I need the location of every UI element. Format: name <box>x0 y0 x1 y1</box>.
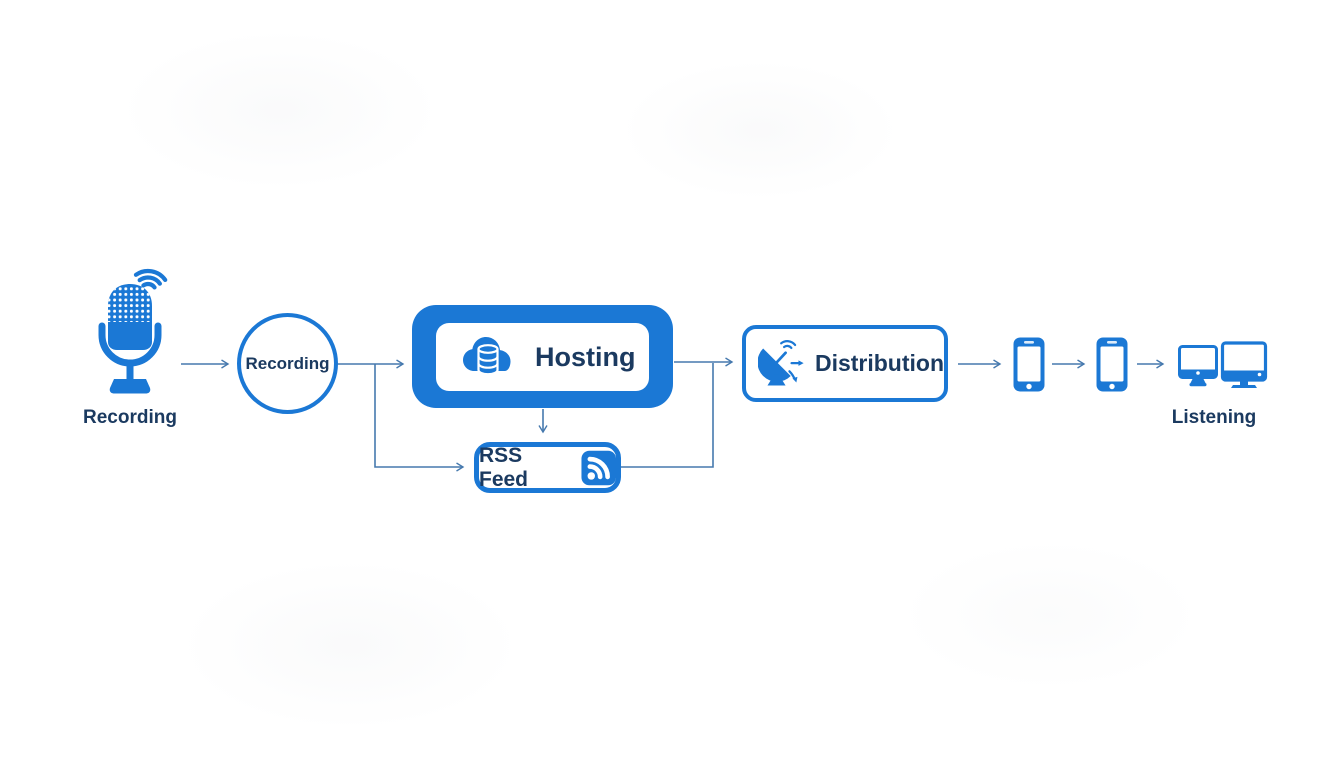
smartphone-icon <box>1013 337 1045 392</box>
satellite-dish-icon <box>758 339 804 386</box>
distribution-label: Distribution <box>814 350 944 376</box>
recording-source-label: Recording <box>83 407 177 428</box>
hosting-node-inner: Hosting <box>436 323 649 391</box>
smartphone-icon <box>1096 337 1128 392</box>
microphone-icon <box>98 268 168 394</box>
recording-step-label: Recording <box>245 353 330 373</box>
desktop-monitors-icon <box>1178 341 1268 388</box>
listening-label: Listening <box>1171 407 1257 428</box>
rss-feed-label: RSS Feed <box>479 443 529 491</box>
rss-icon <box>580 450 616 485</box>
recording-step-node: Recording <box>237 313 338 414</box>
hosting-node: Hosting <box>412 305 673 408</box>
rss-feed-node: RSS Feed <box>474 442 621 493</box>
cloud-server-icon <box>463 337 511 376</box>
distribution-node: Distribution <box>742 325 948 402</box>
hosting-label: Hosting <box>535 341 636 372</box>
